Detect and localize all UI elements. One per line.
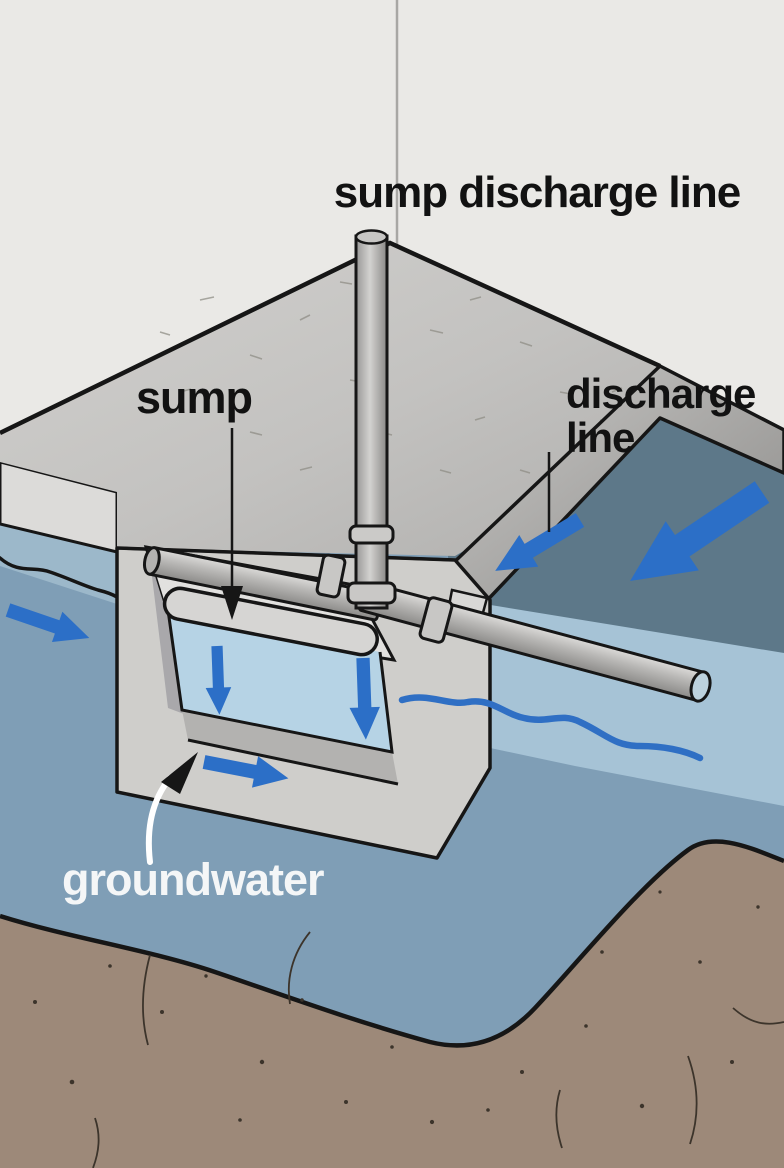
soil-surface-line [0, 839, 784, 1048]
pump-outlet-pipe [142, 546, 383, 622]
vertical-pipe-coupling [348, 524, 395, 545]
tee-fitting-collar [346, 581, 397, 605]
vertical-discharge-pipe [346, 229, 397, 610]
soil-cracks [92, 931, 784, 1168]
discharge-pipe-coupling [418, 596, 454, 644]
pit-water-outline [166, 609, 394, 754]
pit-left-wall [146, 547, 184, 714]
left-water-surface-line [0, 556, 119, 599]
soil [0, 839, 784, 1168]
slab-top-surface [0, 243, 660, 556]
label-discharge-line: discharge line [566, 370, 756, 462]
groundwater-callout-arrow [145, 752, 198, 865]
label-sump-discharge-line: sump discharge line [333, 168, 741, 217]
vertical-pipe-top-cap [354, 229, 389, 245]
sump-pointer-arrow [221, 428, 243, 620]
label-groundwater: groundwater [62, 854, 325, 905]
pit-floor-edge [182, 710, 398, 784]
label-sump: sump [136, 372, 253, 423]
discharge-pipe-open-end [689, 670, 712, 703]
sump-basin-lid [162, 586, 379, 657]
soil-mass [0, 841, 784, 1168]
pit-floor-outline [187, 738, 399, 786]
water-table-line [398, 694, 704, 762]
slab-outline [0, 240, 661, 436]
pump-pipe-coupling [315, 553, 347, 599]
soil-speckles [33, 890, 760, 1125]
